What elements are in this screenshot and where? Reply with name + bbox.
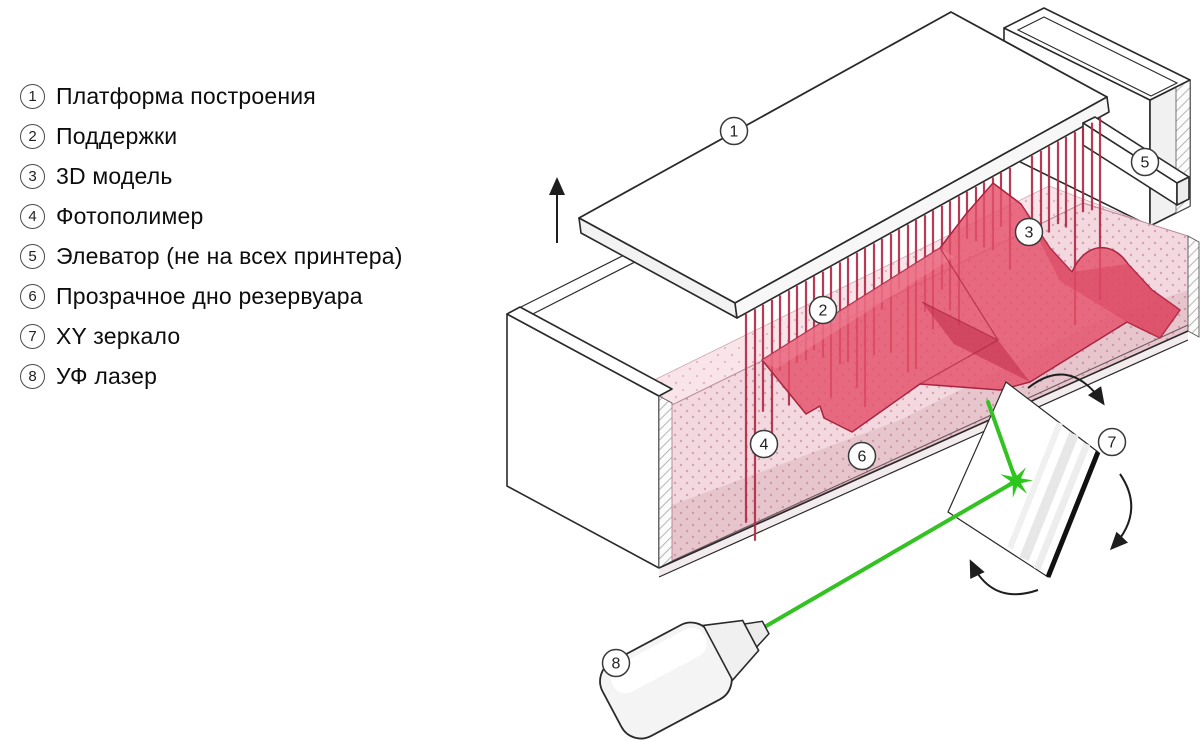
rotation-arrow-right bbox=[1109, 473, 1133, 551]
build-platform bbox=[578, 11, 1110, 319]
model-3d bbox=[761, 182, 1181, 433]
laser-spot-star bbox=[1000, 464, 1033, 498]
svg-text:4: 4 bbox=[760, 437, 769, 454]
vat-bottom-outer-edge bbox=[658, 330, 1189, 569]
uv-laser bbox=[599, 619, 770, 740]
legend-number-7: 7 bbox=[20, 323, 45, 349]
model-facet-light bbox=[762, 248, 954, 369]
rotation-arrow-bottom bbox=[969, 559, 1039, 596]
legend-item-xy-mirror: 7 XY зеркало bbox=[20, 316, 403, 356]
diagram-labels: 1 2 3 4 5 6 7 8 bbox=[601, 116, 1160, 678]
badge-transparent-bottom: 6 bbox=[847, 441, 877, 471]
legend-item-uv-laser: 8 УФ лазер bbox=[20, 356, 403, 396]
laser-beam-reflected bbox=[986, 400, 1018, 483]
svg-text:1: 1 bbox=[730, 124, 739, 141]
legend-label-4: Фотополимер bbox=[56, 202, 204, 229]
legend-number-2: 2 bbox=[20, 123, 45, 149]
laser-beam-incident bbox=[747, 479, 1018, 638]
badge-photopolymer: 4 bbox=[749, 429, 779, 459]
svg-text:2: 2 bbox=[819, 303, 828, 320]
vat-wall-cut-hatch bbox=[658, 395, 673, 569]
legend-label-1: Платформа построения bbox=[56, 82, 316, 109]
mirror-surface-edge bbox=[1045, 451, 1101, 578]
vat-left-wall bbox=[506, 306, 673, 569]
badge-elevator: 5 bbox=[1130, 147, 1160, 177]
legend-item-elevator: 5 Элеватор (не на всех принтера) bbox=[20, 236, 403, 276]
vat-bottom-inner-edge bbox=[671, 324, 1189, 562]
legend-item-transparent-bottom: 6 Прозрачное дно резервуара bbox=[20, 276, 403, 316]
svg-text:3: 3 bbox=[1025, 225, 1034, 242]
rotation-arrow-top bbox=[1027, 373, 1105, 406]
vat-right-cut-hatch bbox=[1187, 235, 1200, 338]
legend-item-supports: 2 Поддержки bbox=[20, 116, 403, 156]
svg-text:8: 8 bbox=[612, 656, 621, 673]
legend-number-3: 3 bbox=[20, 163, 45, 189]
legend-label-7: XY зеркало bbox=[56, 322, 181, 349]
legend-item-3d-model: 3 3D модель bbox=[20, 156, 403, 196]
legend-label-2: Поддержки bbox=[56, 122, 178, 149]
legend-item-photopolymer: 4 Фотополимер bbox=[20, 196, 403, 236]
legend: 1 Платформа построения 2 Поддержки 3 3D … bbox=[20, 76, 403, 396]
legend-number-6: 6 bbox=[20, 283, 45, 309]
vat-bottom-lower-edge bbox=[658, 339, 1189, 578]
badge-uv-laser: 8 bbox=[601, 648, 631, 678]
model-facet-dark bbox=[922, 302, 1030, 382]
legend-number-1: 1 bbox=[20, 83, 45, 109]
badge-supports: 2 bbox=[808, 295, 838, 325]
badge-xy-mirror: 7 bbox=[1097, 427, 1127, 457]
legend-label-3: 3D модель bbox=[56, 162, 173, 189]
legend-label-6: Прозрачное дно резервуара bbox=[56, 282, 363, 309]
svg-text:5: 5 bbox=[1141, 155, 1150, 172]
vat-bottom-slab bbox=[659, 331, 1188, 577]
model-facet-right bbox=[1021, 204, 1180, 338]
svg-text:6: 6 bbox=[858, 449, 867, 466]
svg-text:7: 7 bbox=[1108, 435, 1117, 452]
legend-label-8: УФ лазер bbox=[56, 362, 158, 389]
legend-number-5: 5 bbox=[20, 243, 45, 269]
elevator-arm bbox=[1082, 116, 1190, 206]
model-edges bbox=[919, 247, 999, 385]
legend-number-8: 8 bbox=[20, 363, 45, 389]
laser-beams bbox=[747, 400, 1033, 638]
legend-item-build-platform: 1 Платформа построения bbox=[20, 76, 403, 116]
badge-build-platform: 1 bbox=[719, 116, 749, 146]
badge-3d-model: 3 bbox=[1014, 217, 1044, 247]
legend-label-5: Элеватор (не на всех принтера) bbox=[56, 242, 403, 269]
legend-number-4: 4 bbox=[20, 203, 45, 229]
